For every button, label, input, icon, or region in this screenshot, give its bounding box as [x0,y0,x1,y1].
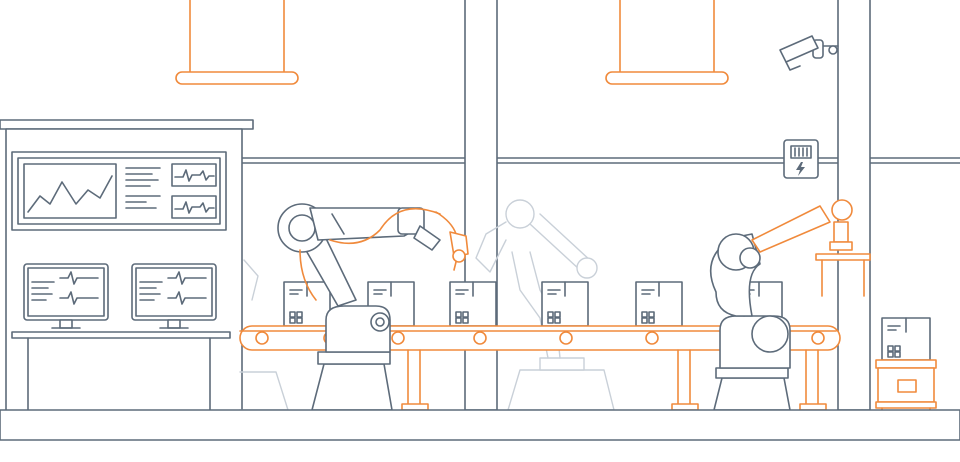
robot-arm-icon [277,203,469,411]
floor [0,409,960,441]
monitor-icon [131,263,217,329]
electric-panel-icon [783,139,819,179]
box-icon [881,317,931,361]
monitor-icon [11,151,227,231]
box-icon [635,281,683,327]
robot-arm-icon [709,199,871,411]
ceiling-lamp-left [175,0,299,85]
workstation-cart [875,359,937,413]
control-room [0,119,254,412]
box-icon [283,281,331,327]
robot-arm-icon [239,199,615,411]
monitor-icon [23,263,109,329]
camera-icon [779,35,839,71]
box-icon [449,281,497,327]
ceiling-lamp-right [605,0,729,85]
box-icon [541,281,589,327]
